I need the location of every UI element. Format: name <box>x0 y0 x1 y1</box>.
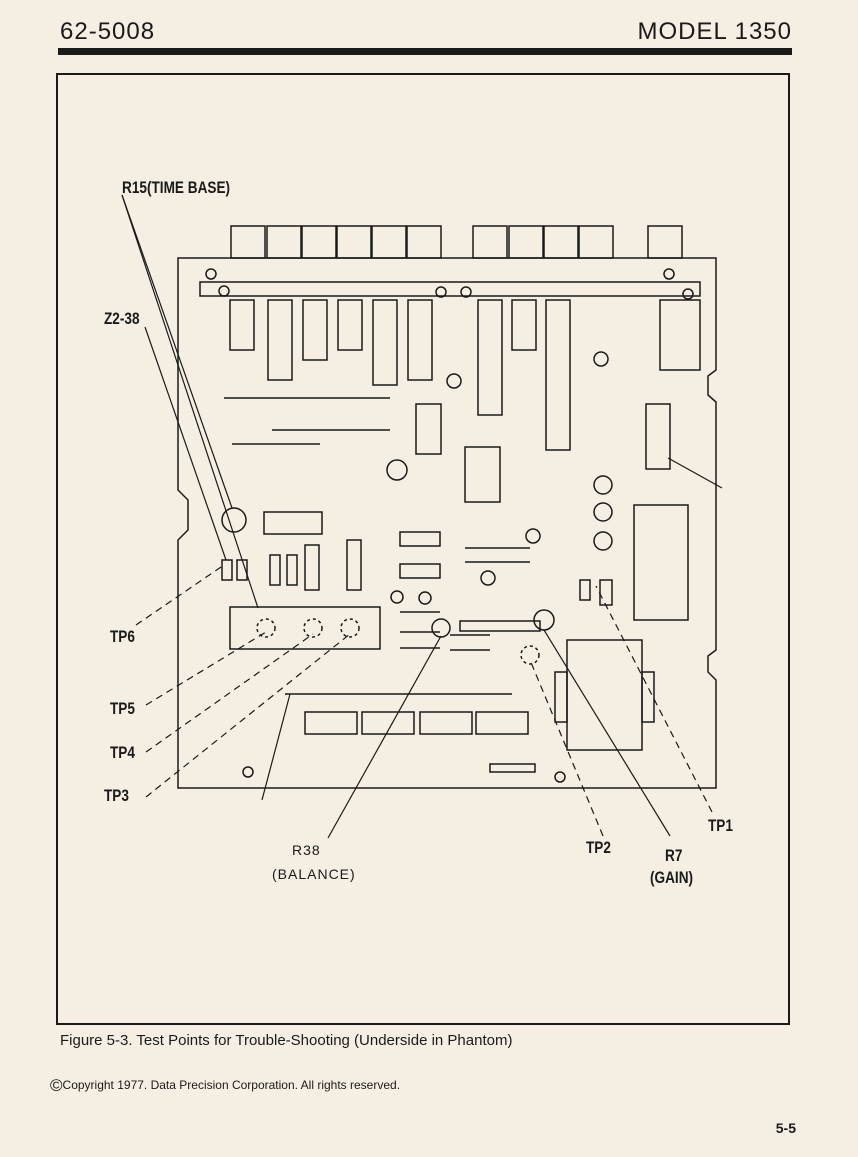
tp2-point <box>521 646 539 664</box>
callout-tp3: TP3 <box>104 786 129 806</box>
page-number: 5-5 <box>776 1120 796 1136</box>
callout-r38-desc: (BALANCE) <box>272 866 356 882</box>
leader-r38 <box>328 636 441 838</box>
c16-capacitor <box>634 505 688 620</box>
r1-resistor <box>416 404 441 454</box>
leader-r15 <box>122 195 258 608</box>
r16-resistor <box>264 512 322 534</box>
board-outline <box>178 258 716 788</box>
copyright-text: Copyright 1977. Data Precision Corporati… <box>63 1078 401 1092</box>
leader-z2-38 <box>145 327 226 560</box>
leader-tp6 <box>136 565 224 625</box>
callout-r38: R38 <box>292 842 321 858</box>
c11-capacitor <box>465 447 500 502</box>
leader-tp3 <box>146 634 350 797</box>
tp4-point <box>341 619 359 637</box>
r15-pot <box>222 508 246 532</box>
callout-r7-desc: (GAIN) <box>650 868 693 888</box>
callout-tp4: TP4 <box>110 743 135 763</box>
callout-r15: R15(TIME BASE) <box>122 178 230 198</box>
transformer-t1 <box>567 640 642 750</box>
figure-caption: Figure 5-3. Test Points for Trouble-Shoo… <box>60 1032 512 1049</box>
callout-tp2: TP2 <box>586 838 611 858</box>
r7-pot-body <box>646 404 670 469</box>
r7-pot <box>534 610 554 630</box>
callout-z2-38: Z2-38 <box>104 309 140 329</box>
ic-socket <box>230 607 380 649</box>
leader-r7 <box>544 630 670 836</box>
copyright-notice: ©Copyright 1977. Data Precision Corporat… <box>50 1076 400 1096</box>
callout-tp6: TP6 <box>110 627 135 647</box>
callout-r7: R7 <box>665 846 682 866</box>
r38-pot <box>432 619 450 637</box>
switch-bars <box>200 282 700 450</box>
leader-tp4 <box>146 634 313 752</box>
callout-tp5: TP5 <box>110 699 135 719</box>
switch-knobs <box>231 226 682 258</box>
leader-tp5 <box>146 632 266 705</box>
copyright-symbol: © <box>50 1076 63 1095</box>
tp6-point <box>257 619 275 637</box>
callout-tp1: TP1 <box>708 816 733 836</box>
